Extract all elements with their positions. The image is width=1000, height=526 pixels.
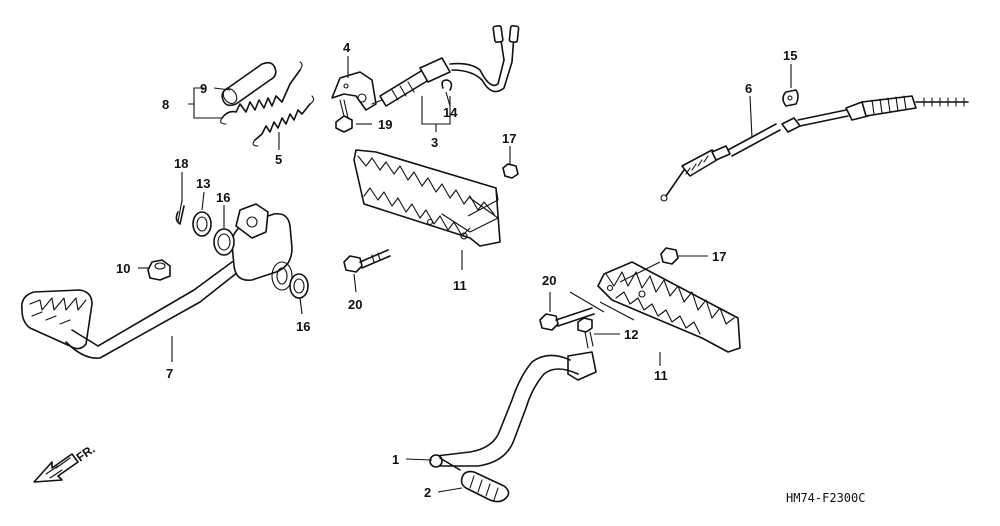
callout-8: 8 <box>162 97 169 112</box>
callout-6: 6 <box>745 81 752 96</box>
seal-16-upper <box>213 228 235 256</box>
callout-11-lower: 11 <box>654 368 668 383</box>
nut-10 <box>147 259 171 281</box>
bolt-20-lower <box>539 307 595 331</box>
bolt-19 <box>335 99 353 133</box>
front-direction-arrow: FR. <box>33 442 98 483</box>
cotter-pin-18 <box>175 199 185 225</box>
seal-13 <box>192 211 212 237</box>
callout-13: 13 <box>196 176 210 191</box>
callout-12: 12 <box>624 327 638 342</box>
nut-17-lower <box>660 247 679 265</box>
spring-14 <box>441 79 453 91</box>
callout-2: 2 <box>424 485 431 500</box>
callout-9: 9 <box>200 81 207 96</box>
callout-15: 15 <box>783 48 797 63</box>
callouts: 9 8 5 4 19 3 14 6 15 17 18 13 16 10 16 7… <box>116 40 797 500</box>
brake-spring-8 <box>220 61 303 125</box>
callout-10: 10 <box>116 261 130 276</box>
switch-bracket-4 <box>331 71 377 111</box>
footpeg-11-upper <box>353 149 501 247</box>
seal-16-lower <box>289 273 309 299</box>
callout-1: 1 <box>392 452 399 467</box>
footpeg-11-lower <box>597 261 741 353</box>
callout-20-upper: 20 <box>348 297 362 312</box>
callout-19: 19 <box>378 117 392 132</box>
pedal-rubber-2 <box>460 470 510 503</box>
gearshift-pedal-1 <box>429 351 597 471</box>
callout-16-upper: 16 <box>216 190 230 205</box>
bolt-20-upper <box>343 249 391 273</box>
brake-pedal-7 <box>20 203 293 359</box>
callout-11-upper: 11 <box>453 278 467 293</box>
stop-switch-3 <box>371 24 520 107</box>
cable-adjuster <box>781 95 969 133</box>
nut-17-upper <box>502 163 519 179</box>
cable-clamp-15 <box>782 89 799 107</box>
callout-4: 4 <box>343 40 351 55</box>
bolt-12 <box>577 317 594 349</box>
leader-lines <box>138 56 792 493</box>
callout-16-lower: 16 <box>296 319 310 334</box>
clutch-cable-6 <box>660 123 781 202</box>
brake-spring-5 <box>252 95 315 147</box>
callout-3: 3 <box>431 135 438 150</box>
spring-cover-9 <box>221 61 277 107</box>
drawing-code: HM74-F2300C <box>786 491 865 505</box>
callout-7: 7 <box>166 366 173 381</box>
callout-18: 18 <box>174 156 188 171</box>
callout-14: 14 <box>443 105 458 120</box>
callout-17-upper: 17 <box>502 131 516 146</box>
callout-17-lower: 17 <box>712 249 726 264</box>
callout-5: 5 <box>275 152 282 167</box>
callout-20-lower: 20 <box>542 273 556 288</box>
